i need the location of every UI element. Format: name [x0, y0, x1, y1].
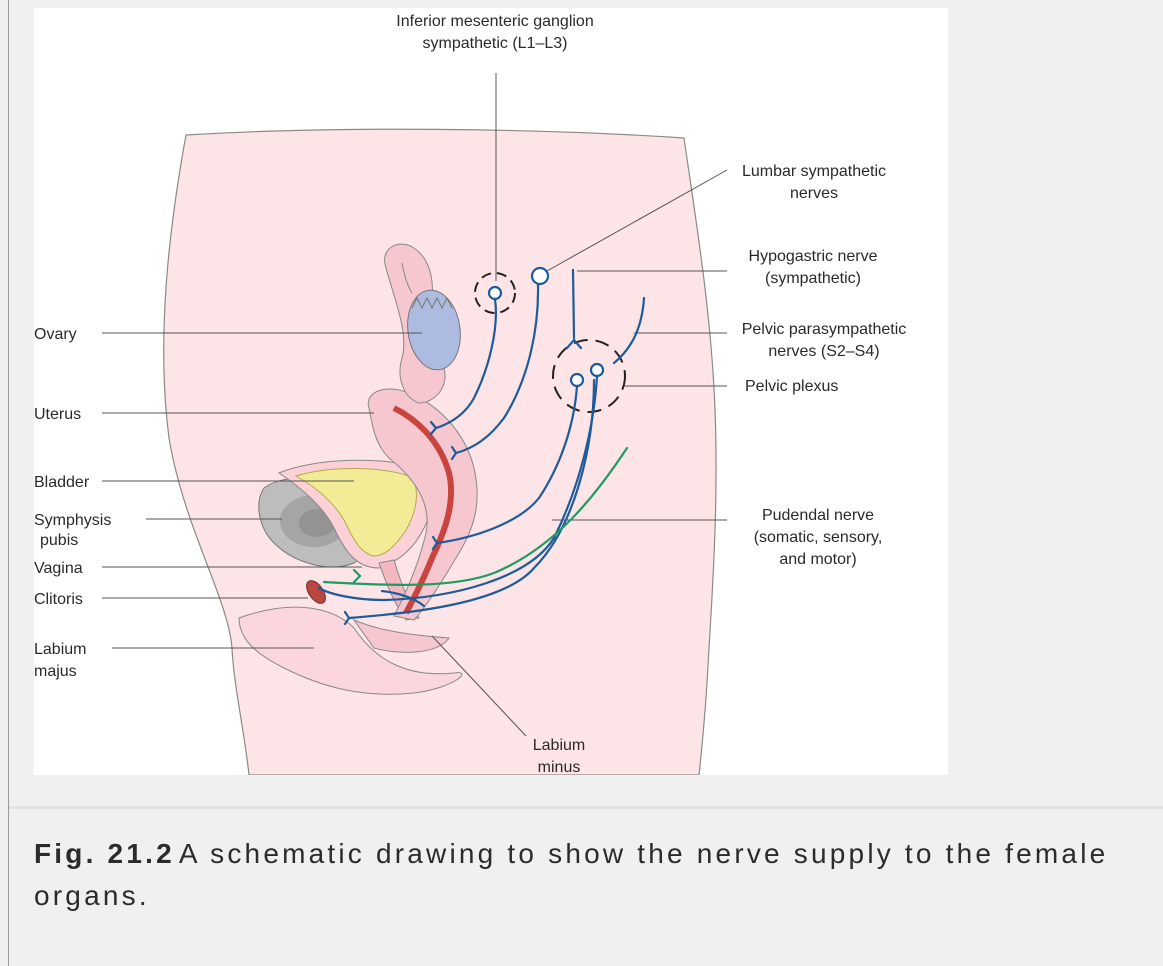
- label-pudendal: Pudendal nerve: [762, 507, 874, 524]
- caption-divider: [9, 806, 1163, 809]
- label-hypogastric: Hypogastric nerve: [749, 248, 878, 265]
- label-bladder: Bladder: [34, 474, 90, 491]
- figure-label: majus: [34, 663, 77, 680]
- figure-label: and motor): [779, 551, 856, 568]
- label-pelvic-plexus: Pelvic plexus: [745, 378, 838, 395]
- label-uterus: Uterus: [34, 406, 81, 423]
- label-symphysis-pubis: Symphysis: [34, 512, 111, 529]
- label-ovary: Ovary: [34, 326, 77, 343]
- left-border: [8, 0, 9, 966]
- figure-label: nerves (S2–S4): [768, 343, 879, 360]
- label-labium-majus: Labium: [34, 641, 86, 658]
- figure-label: nerves: [790, 185, 838, 202]
- label-clitoris: Clitoris: [34, 591, 83, 608]
- label-vagina: Vagina: [34, 560, 83, 577]
- caption-text: A schematic drawing to show the nerve su…: [34, 838, 1108, 911]
- figure-label: sympathetic (L1–L3): [423, 35, 568, 52]
- label-pelvic-parasympathetic: Pelvic parasympathetic: [742, 321, 907, 338]
- figure-number: Fig. 21.2: [34, 838, 175, 869]
- figure-label: pubis: [40, 532, 78, 549]
- figure-image: Inferior mesenteric ganglion sympathetic…: [34, 8, 948, 775]
- label-labium-minus: Labium: [533, 737, 585, 754]
- figure-label: (somatic, sensory,: [754, 529, 883, 546]
- figure-label: (sympathetic): [765, 270, 861, 287]
- label-inferior-mesenteric: Inferior mesenteric ganglion: [396, 13, 593, 30]
- figure-label: minus: [538, 759, 581, 775]
- label-lumbar-sympathetic: Lumbar sympathetic: [742, 163, 886, 180]
